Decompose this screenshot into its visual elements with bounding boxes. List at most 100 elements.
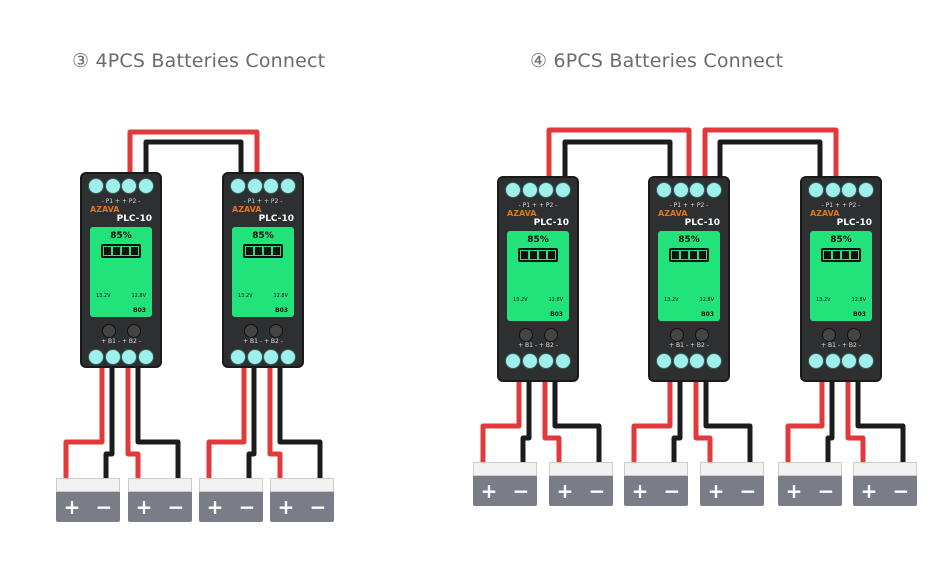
black-jumper-cable (717, 139, 823, 176)
brand-logo: AZAVA (232, 205, 262, 214)
terminal-cap (88, 178, 105, 194)
terminal-cap (505, 353, 522, 369)
black-battery-cable (277, 368, 323, 478)
unit-button[interactable] (669, 328, 684, 342)
terminal-cap (88, 349, 105, 365)
charge-percent: 85% (110, 231, 132, 241)
minus-icon: − (663, 479, 681, 503)
unit-button[interactable] (543, 328, 558, 342)
terminal-label-top: - P1 + + P2 - (669, 202, 709, 209)
button-row (82, 320, 160, 338)
terminal-cap (521, 182, 538, 198)
charge-percent: 85% (252, 231, 274, 241)
plus-icon: + (860, 479, 878, 503)
plus-icon: + (785, 479, 803, 503)
terminal-cap (554, 353, 571, 369)
terminal-cap (137, 349, 154, 365)
terminal-cap (230, 349, 247, 365)
minus-icon: − (892, 479, 910, 503)
battery: +− (853, 462, 917, 506)
model-label: PLC-10 (533, 218, 569, 228)
terminal-cap (689, 182, 706, 198)
voltage-2: 12.8V (131, 293, 146, 299)
button-row (224, 320, 302, 338)
terminal-label-bottom: + B1 - + B2 - (101, 338, 141, 345)
terminal-cap (121, 349, 138, 365)
terminal-cap (705, 353, 722, 369)
terminal-cap (841, 353, 858, 369)
model-label: PLC-10 (116, 214, 152, 224)
terminal-caps (499, 349, 577, 373)
terminal-caps (650, 349, 728, 373)
battery-level-icon (518, 248, 558, 262)
terminal-cap (263, 349, 280, 365)
plus-icon: + (277, 495, 295, 519)
voltage-2: 12.8V (273, 293, 288, 299)
terminal-label-top: - P1 + + P2 - (518, 202, 558, 209)
black-jumper-cable (143, 139, 244, 172)
brand-logo: AZAVA (658, 209, 688, 218)
battery-level-icon (669, 248, 709, 262)
plus-icon: + (707, 479, 725, 503)
red-battery-cable (845, 382, 866, 462)
plus-icon: + (556, 479, 574, 503)
plus-icon: + (480, 479, 498, 503)
plus-icon: + (206, 495, 224, 519)
terminal-cap (824, 353, 841, 369)
terminal-caps (224, 345, 302, 369)
battery: +− (270, 478, 334, 522)
unit-button[interactable] (846, 328, 861, 342)
terminal-cap (104, 349, 121, 365)
battery-top (549, 462, 613, 476)
battery-top (853, 462, 917, 476)
battery-level-icon (101, 244, 141, 258)
terminal-cap (538, 353, 555, 369)
terminal-cap (230, 178, 247, 194)
red-battery-cable (785, 382, 825, 462)
terminal-label-top: - P1 + + P2 - (101, 198, 141, 205)
red-battery-cable (631, 382, 673, 462)
terminal-cap (246, 178, 263, 194)
model-label: PLC-10 (836, 218, 872, 228)
unit-button[interactable] (126, 324, 141, 338)
terminal-caps (499, 178, 577, 202)
battery-top (270, 478, 334, 492)
unit-button[interactable] (268, 324, 283, 338)
voltage-1: 13.2V (238, 293, 253, 299)
terminal-label-top: - P1 + + P2 - (243, 198, 283, 205)
battery-top (128, 478, 192, 492)
title-4pcs: ③ 4PCS Batteries Connect (72, 50, 326, 72)
unit-button[interactable] (101, 324, 116, 338)
terminal-cap (656, 182, 673, 198)
voltage-2: 12.8V (699, 297, 714, 303)
terminal-caps (802, 178, 880, 202)
terminal-cap (672, 182, 689, 198)
terminal-cap (705, 182, 722, 198)
black-battery-cable (703, 382, 753, 462)
unit-button[interactable] (518, 328, 533, 342)
terminal-cap (808, 353, 825, 369)
charge-percent: 85% (678, 235, 700, 245)
battery: +− (549, 462, 613, 506)
terminal-label-top: - P1 + + P2 - (821, 202, 861, 209)
unit-button[interactable] (694, 328, 709, 342)
terminal-cap (808, 182, 825, 198)
terminal-cap (857, 182, 874, 198)
unit-button[interactable] (821, 328, 836, 342)
red-battery-cable (693, 382, 713, 462)
brand-logo: AZAVA (90, 205, 120, 214)
terminal-cap (656, 353, 673, 369)
terminal-cap (104, 178, 121, 194)
terminal-label-bottom: + B1 - + B2 - (243, 338, 283, 345)
battery-top (473, 462, 537, 476)
terminal-cap (263, 178, 280, 194)
minus-icon: − (309, 495, 327, 519)
unit-button[interactable] (243, 324, 258, 338)
